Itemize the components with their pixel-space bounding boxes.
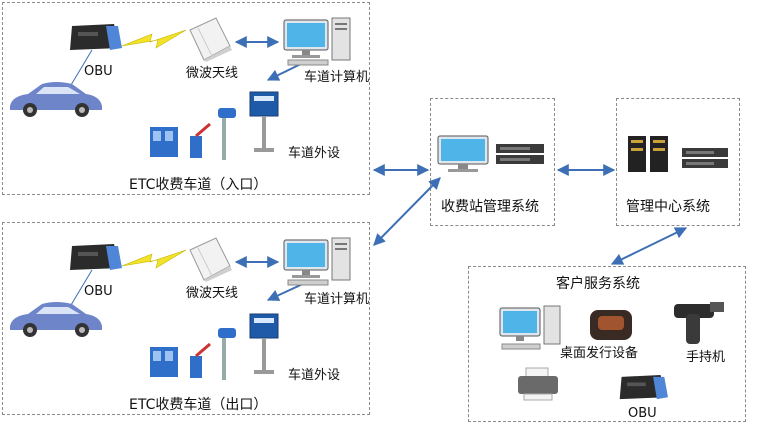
- station-server-icon: [496, 144, 544, 164]
- info-board-icon: [249, 313, 279, 374]
- lane-computer-icon: [283, 17, 351, 66]
- customer-obu-label: OBU: [628, 406, 657, 421]
- card-reader-icon: [590, 310, 632, 340]
- barrier-gate-icon: [190, 342, 211, 378]
- entry-lane-title: ETC收费车道（入口）: [129, 177, 268, 193]
- center-server-icon: [682, 148, 728, 168]
- entry-antenna-label: 微波天线: [186, 66, 239, 81]
- arrow-center-customer: [610, 227, 688, 265]
- exit-obu-label: OBU: [84, 284, 113, 299]
- obu-device-icon: [70, 24, 122, 50]
- entry-peripherals-label: 车道外设: [288, 146, 341, 161]
- entry-computer-label: 车道计算机: [304, 70, 370, 85]
- handheld-terminal-icon: [674, 302, 724, 344]
- obu-device-icon: [619, 375, 668, 400]
- car-icon: [10, 302, 102, 337]
- lightning-icon: [122, 249, 186, 269]
- station-system-title: 收费站管理系统: [441, 199, 539, 215]
- handheld-label: 手持机: [686, 350, 726, 365]
- camera-pole-icon: [218, 108, 236, 160]
- desktop-issuing-device-label: 桌面发行设备: [560, 346, 639, 361]
- station-monitor-icon: [437, 135, 489, 172]
- info-board-icon: [249, 91, 279, 152]
- camera-pole-icon: [218, 328, 236, 380]
- exit-antenna-label: 微波天线: [186, 286, 239, 301]
- antenna-icon: [189, 237, 232, 282]
- obu-device-icon: [70, 244, 122, 270]
- lane-computer-icon: [283, 237, 351, 286]
- lightning-icon: [122, 29, 186, 49]
- toll-booth-icon: [150, 127, 178, 157]
- exit-peripherals-label: 车道外设: [288, 368, 341, 383]
- center-system-title: 管理中心系统: [626, 199, 710, 215]
- customer-service-title: 客户服务系统: [556, 276, 640, 292]
- antenna-icon: [189, 17, 232, 62]
- entry-obu-label: OBU: [84, 64, 113, 79]
- exit-computer-label: 车道计算机: [304, 292, 370, 307]
- barrier-gate-icon: [190, 122, 211, 158]
- center-rack-icon: [628, 136, 668, 172]
- exit-lane-title: ETC收费车道（出口）: [129, 397, 268, 413]
- printer-icon: [518, 367, 558, 401]
- service-computer-icon: [499, 305, 561, 350]
- toll-booth-icon: [150, 347, 178, 377]
- car-icon: [10, 82, 102, 117]
